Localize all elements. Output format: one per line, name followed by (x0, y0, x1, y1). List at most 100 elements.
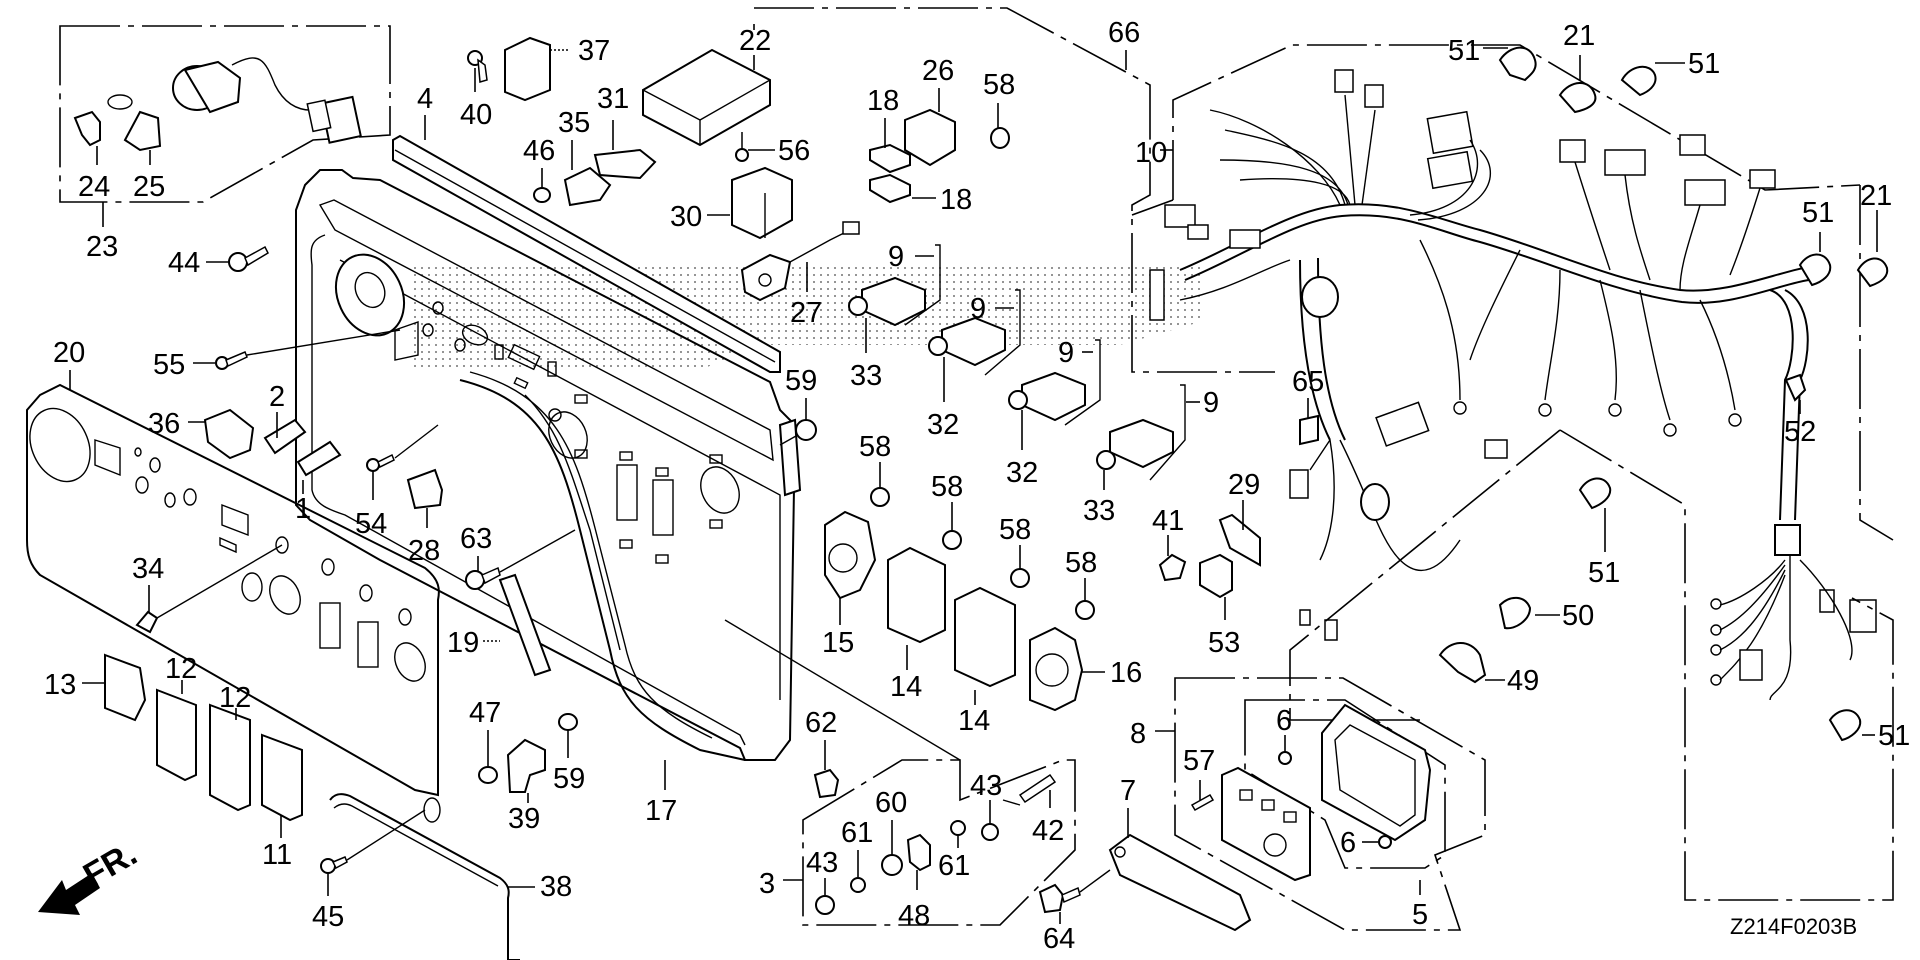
callout-51d: 51 (1588, 557, 1620, 589)
callout-39: 39 (508, 803, 540, 835)
right-small-parts (1158, 398, 1319, 620)
wire-harness-10 (1131, 44, 1894, 901)
figure-code: Z214F0203B (1730, 914, 1857, 939)
callout-24: 24 (78, 171, 110, 203)
callout-60: 60 (875, 787, 907, 819)
callout-7: 7 (1120, 775, 1136, 807)
callout-5: 5 (1412, 899, 1428, 931)
callout-30: 30 (670, 201, 702, 233)
harness-clips (1438, 46, 1889, 742)
callout-9b: 9 (970, 293, 986, 325)
callout-22: 22 (739, 25, 771, 57)
callout-62: 62 (805, 707, 837, 739)
callout-54: 54 (355, 508, 387, 540)
small-parts-top (467, 24, 1010, 302)
callout-47: 47 (469, 697, 501, 729)
callout-65: 65 (1292, 366, 1324, 398)
callout-53: 53 (1208, 627, 1240, 659)
rail-4 (392, 115, 781, 373)
ignition-switch-assembly (59, 25, 391, 227)
callout-51b: 51 (1688, 48, 1720, 80)
callout-2: 2 (269, 381, 285, 413)
callout-26: 26 (922, 55, 954, 87)
callout-33b: 33 (1083, 495, 1115, 527)
callout-18b: 18 (940, 184, 972, 216)
callout-40: 40 (460, 99, 492, 131)
callout-66: 66 (1108, 17, 1140, 49)
callout-59b: 59 (553, 763, 585, 795)
callout-57: 57 (1183, 745, 1215, 777)
callout-44: 44 (168, 247, 200, 279)
callout-25: 25 (133, 171, 165, 203)
callout-64: 64 (1043, 923, 1075, 955)
callout-14a: 14 (890, 671, 922, 703)
breakers-and-leads (848, 244, 1200, 490)
callout-16: 16 (1110, 657, 1142, 689)
callout-43a: 43 (970, 770, 1002, 802)
callout-13: 13 (44, 669, 76, 701)
callout-17: 17 (645, 795, 677, 827)
callout-9c: 9 (1058, 337, 1074, 369)
bolt-44 (206, 245, 269, 272)
callout-51e: 51 (1878, 720, 1910, 752)
callout-35: 35 (558, 107, 590, 139)
callout-21b: 21 (1860, 180, 1892, 212)
cover-38 (329, 793, 535, 960)
callout-9a: 9 (888, 241, 904, 273)
callout-12a: 12 (165, 653, 197, 685)
callout-48: 48 (898, 900, 930, 932)
callout-36: 36 (148, 408, 180, 440)
callout-43b: 43 (806, 847, 838, 879)
callout-38: 38 (540, 871, 572, 903)
callout-58c: 58 (931, 471, 963, 503)
callout-8: 8 (1130, 718, 1146, 750)
callout-59a: 59 (785, 365, 817, 397)
callout-21a: 21 (1563, 20, 1595, 52)
callout-32a: 32 (927, 409, 959, 441)
front-direction-arrow: FR. (38, 835, 143, 915)
callout-labels: 4 37 40 22 31 35 46 56 30 26 18 18 58 66… (44, 17, 1910, 955)
callout-61b: 61 (938, 850, 970, 882)
callout-20: 20 (53, 337, 85, 369)
callout-58d: 58 (999, 514, 1031, 546)
hardware-kit-3 (783, 740, 1076, 926)
control-panel-frame-17 (295, 169, 802, 790)
callout-10: 10 (1135, 137, 1167, 169)
callout-41: 41 (1152, 505, 1184, 537)
callout-51a: 51 (1448, 35, 1480, 67)
callout-51c: 51 (1802, 197, 1834, 229)
callout-55: 55 (153, 349, 185, 381)
callout-14b: 14 (958, 705, 990, 737)
receptacle-covers (82, 653, 303, 838)
callout-29: 29 (1228, 469, 1260, 501)
callout-58b: 58 (859, 431, 891, 463)
small-parts-left (135, 329, 578, 896)
callout-37: 37 (578, 35, 610, 67)
callout-58a: 58 (983, 69, 1015, 101)
callout-11: 11 (262, 839, 292, 871)
callout-56: 56 (778, 135, 810, 167)
callout-19: 19 (447, 627, 479, 659)
callout-33a: 33 (850, 360, 882, 392)
callout-23: 23 (86, 231, 118, 263)
callout-15: 15 (822, 627, 854, 659)
callout-31: 31 (597, 83, 629, 115)
front-panel-20 (26, 370, 440, 797)
callout-61a: 61 (841, 817, 873, 849)
group-box-66 (754, 7, 1275, 373)
receptacles (724, 398, 1105, 761)
callout-46: 46 (523, 135, 555, 167)
callout-1: 1 (295, 493, 311, 525)
callout-52: 52 (1784, 416, 1816, 448)
callout-58e: 58 (1065, 547, 1097, 579)
callout-6a: 6 (1276, 705, 1292, 737)
callout-27: 27 (790, 297, 822, 329)
outlet-box-8 (1038, 677, 1486, 932)
callout-6b: 6 (1340, 827, 1356, 859)
callout-42: 42 (1032, 815, 1064, 847)
callout-3: 3 (759, 868, 775, 900)
callout-28: 28 (408, 535, 440, 567)
callout-4: 4 (417, 83, 433, 115)
callout-63: 63 (460, 523, 492, 555)
